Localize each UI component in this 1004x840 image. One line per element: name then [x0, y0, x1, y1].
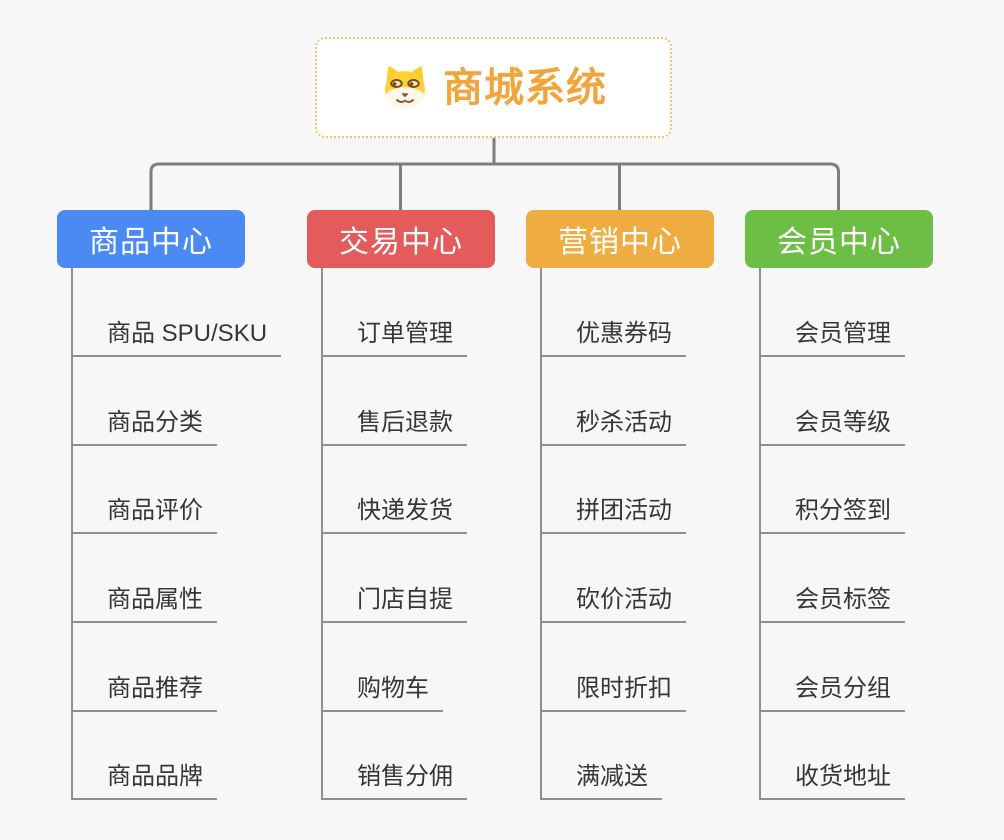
branch-header-member-center[interactable]: 会员中心 [745, 210, 933, 268]
leaf-topic[interactable]: 售后退款 [321, 408, 467, 446]
leaf-topic[interactable]: 快递发货 [321, 496, 467, 534]
leaf-topic[interactable]: 限时折扣 [540, 674, 686, 712]
leaf-topic[interactable]: 拼团活动 [540, 496, 686, 534]
leaf-topic[interactable]: 收货地址 [759, 762, 905, 800]
leaf-topic[interactable]: 会员分组 [759, 674, 905, 712]
leaf-topic[interactable]: 门店自提 [321, 585, 467, 623]
leaf-topic[interactable]: 会员标签 [759, 585, 905, 623]
root-node[interactable]: 商城系统 [315, 37, 672, 138]
branch-header-trade-center[interactable]: 交易中心 [307, 210, 495, 268]
leaf-topic[interactable]: 商品推荐 [71, 674, 217, 712]
leaf-topic[interactable]: 满减送 [540, 762, 662, 800]
branch-header-product-center[interactable]: 商品中心 [57, 210, 245, 268]
branch-header-marketing-center[interactable]: 营销中心 [526, 210, 714, 268]
shiba-dog-icon [385, 65, 425, 109]
leaf-topic[interactable]: 商品 SPU/SKU [71, 319, 282, 357]
leaf-topic[interactable]: 优惠券码 [540, 319, 686, 357]
leaf-topic[interactable]: 订单管理 [321, 319, 467, 357]
leaf-topic[interactable]: 商品评价 [71, 496, 217, 534]
leaf-topic[interactable]: 商品品牌 [71, 762, 217, 800]
branch4-trunk-line [759, 268, 761, 800]
leaf-topic[interactable]: 砍价活动 [540, 585, 686, 623]
root-title: 商城系统 [443, 65, 607, 110]
leaf-topic[interactable]: 会员等级 [759, 408, 905, 446]
branch2-trunk-line [321, 268, 323, 800]
leaf-topic[interactable]: 销售分佣 [321, 762, 467, 800]
leaf-topic[interactable]: 秒杀活动 [540, 408, 686, 446]
bus-connector [149, 162, 840, 210]
leaf-topic[interactable]: 商品分类 [71, 408, 217, 446]
leaf-topic[interactable]: 商品属性 [71, 585, 217, 623]
leaf-topic[interactable]: 会员管理 [759, 319, 905, 357]
branch3-trunk-line [540, 268, 542, 800]
leaf-topic[interactable]: 购物车 [321, 674, 443, 712]
branch1-trunk-line [71, 268, 73, 800]
leaf-topic[interactable]: 积分签到 [759, 496, 905, 534]
